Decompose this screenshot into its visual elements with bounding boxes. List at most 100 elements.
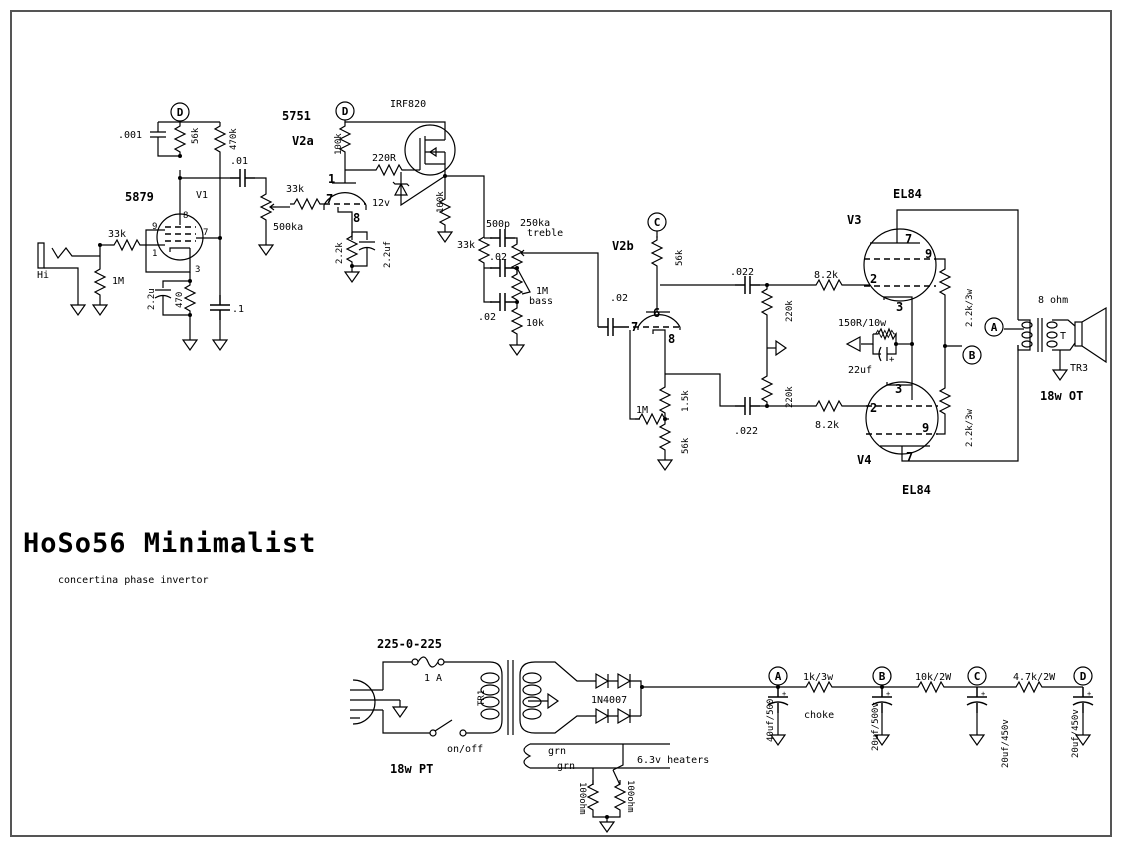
v1-pin7: 7 <box>203 228 208 238</box>
v2b-cap-top-label: .022 <box>730 267 754 278</box>
schematic-subtitle: concertina phase invertor <box>58 575 209 586</box>
v3-pin9: 9 <box>925 247 932 261</box>
v2a-grid-res-label: 33k <box>286 184 304 195</box>
ot-secondary-label: T <box>1060 331 1066 342</box>
svg-text:D: D <box>342 105 349 118</box>
input-jack: Hi <box>37 242 90 305</box>
svg-text:B: B <box>969 349 976 362</box>
pt-label: 18w PT <box>390 762 433 776</box>
switch-label: on/off <box>447 744 483 755</box>
v1-ref: V1 <box>196 190 208 201</box>
node-a-ot: A <box>984 317 1004 337</box>
v2b-triode: 6 7 8 <box>623 306 681 374</box>
v1-pentode: 8 9 7 1 3 <box>144 170 220 275</box>
v3-ref: V3 <box>847 213 861 227</box>
v4-type: EL84 <box>902 483 931 497</box>
v3-type: EL84 <box>893 187 922 201</box>
v3-pin2: 2 <box>870 272 877 286</box>
page-border <box>10 10 1112 837</box>
node-b-power: B <box>962 345 982 365</box>
v2a-ref: V2a <box>292 134 314 148</box>
v1-grid-stopper-label: 33k <box>108 229 126 240</box>
v2b-pin7: 7 <box>631 320 638 334</box>
treble-cap-label: 500p <box>486 219 510 230</box>
node-c-v2b: C <box>647 212 667 232</box>
bass-cap-label: .02 <box>489 252 507 263</box>
mid-cap-label: .02 <box>478 312 496 323</box>
output-transformer: T <box>1004 318 1076 370</box>
v2b-tail-res-label: 56k <box>681 437 691 454</box>
treble-pot-label: 250ka <box>520 218 550 229</box>
v4-pin2: 2 <box>870 401 877 415</box>
node-b-ps: B <box>872 666 892 686</box>
v3-pin3: 3 <box>896 300 903 314</box>
v4-screen-res-label: 2.2k/3w <box>965 408 975 447</box>
v4-grid-stopper-label: 8.2k <box>815 420 839 431</box>
filter-cap-b-label: 20uf/500v <box>871 702 881 751</box>
mosfet-source-res-label: 100k <box>436 191 446 213</box>
filter-cap-c-label: 20uf/450v <box>1001 719 1011 768</box>
node-d-v2a: D <box>335 101 355 121</box>
svg-text:D: D <box>1080 670 1087 683</box>
v1-pin9: 9 <box>152 222 157 232</box>
v2b-bias-res-label: 1M <box>636 405 648 416</box>
heater-winding <box>523 743 670 771</box>
v4-pin9: 9 <box>922 421 929 435</box>
schematic-title: HoSo56 Minimalist <box>23 528 316 559</box>
v2b-pin8: 8 <box>668 332 675 346</box>
slope-res-label: 33k <box>457 240 475 251</box>
rectifier-diodes <box>590 672 642 725</box>
v2a-pin8: 8 <box>353 211 360 225</box>
v2a-pin7: 7 <box>326 192 333 206</box>
fuse-label: 1 A <box>424 673 442 684</box>
power-plug-icon <box>350 679 400 725</box>
v2b-grid-res-top-label: 220k <box>785 300 795 322</box>
v2b-plate-res-label: 56k <box>675 249 685 266</box>
power-switch <box>429 719 467 737</box>
zener-label: 12v <box>372 198 390 209</box>
v1-plate-res-label: 56k <box>191 127 201 144</box>
v1-cathode-cap-label: 2.2u <box>147 288 157 310</box>
v1-screen-cap-label: .1 <box>232 304 244 315</box>
v2a-cathode-cap-label: 2.2uf <box>383 241 393 268</box>
ot-impedance-label: 8 ohm <box>1038 295 1068 306</box>
v2b-ref: V2b <box>612 239 634 253</box>
mosfet-label: IRF820 <box>390 99 426 110</box>
res-cd-label: 4.7k/2W <box>1013 672 1056 683</box>
v2b-pin6: 6 <box>653 306 660 320</box>
bass-pot-label: 1M <box>536 286 548 297</box>
rectifier-label: 1N4007 <box>591 695 627 706</box>
v3-grid-stopper-label: 8.2k <box>814 270 838 281</box>
choke-res-label: 1k/3w <box>803 672 834 683</box>
v2a-plate-res-label: 100k <box>334 133 344 155</box>
node-d-v1: D <box>170 102 190 122</box>
node-d-ps: D <box>1073 666 1093 686</box>
v1-pin3: 3 <box>195 265 200 275</box>
bass-label: bass <box>529 296 553 307</box>
v1-tube-type: 5879 <box>125 190 154 204</box>
node-a-ps: A <box>768 666 788 686</box>
v1-plate-cap-label: .001 <box>118 130 142 141</box>
cathode-res-label: 150R/10w <box>838 318 887 329</box>
zener-diode <box>392 172 446 207</box>
res-bc-label: 10k/2W <box>915 672 952 683</box>
fuse <box>411 656 445 668</box>
node-c-ps: C <box>967 666 987 686</box>
heater-res1-label: 100ohm <box>577 782 587 815</box>
v2a-gate-res-label: 220R <box>372 153 397 164</box>
v3-pin7: 7 <box>905 232 912 246</box>
choke-label: choke <box>804 710 834 721</box>
v2a-tube-type: 5751 <box>282 109 311 123</box>
svg-text:B: B <box>879 670 886 683</box>
v4-ref: V4 <box>857 453 871 467</box>
v1-cathode-res-label: 470 <box>175 292 185 308</box>
svg-text:A: A <box>775 670 782 683</box>
mosfet <box>404 124 456 176</box>
heater-wire2-label: grn <box>557 761 575 772</box>
v1-coupling-cap-label: .01 <box>230 156 248 167</box>
v4-pin7: 7 <box>906 450 913 464</box>
v2b-grid-res-bottom-label: 220k <box>785 386 795 408</box>
treble-label: treble <box>527 228 563 239</box>
